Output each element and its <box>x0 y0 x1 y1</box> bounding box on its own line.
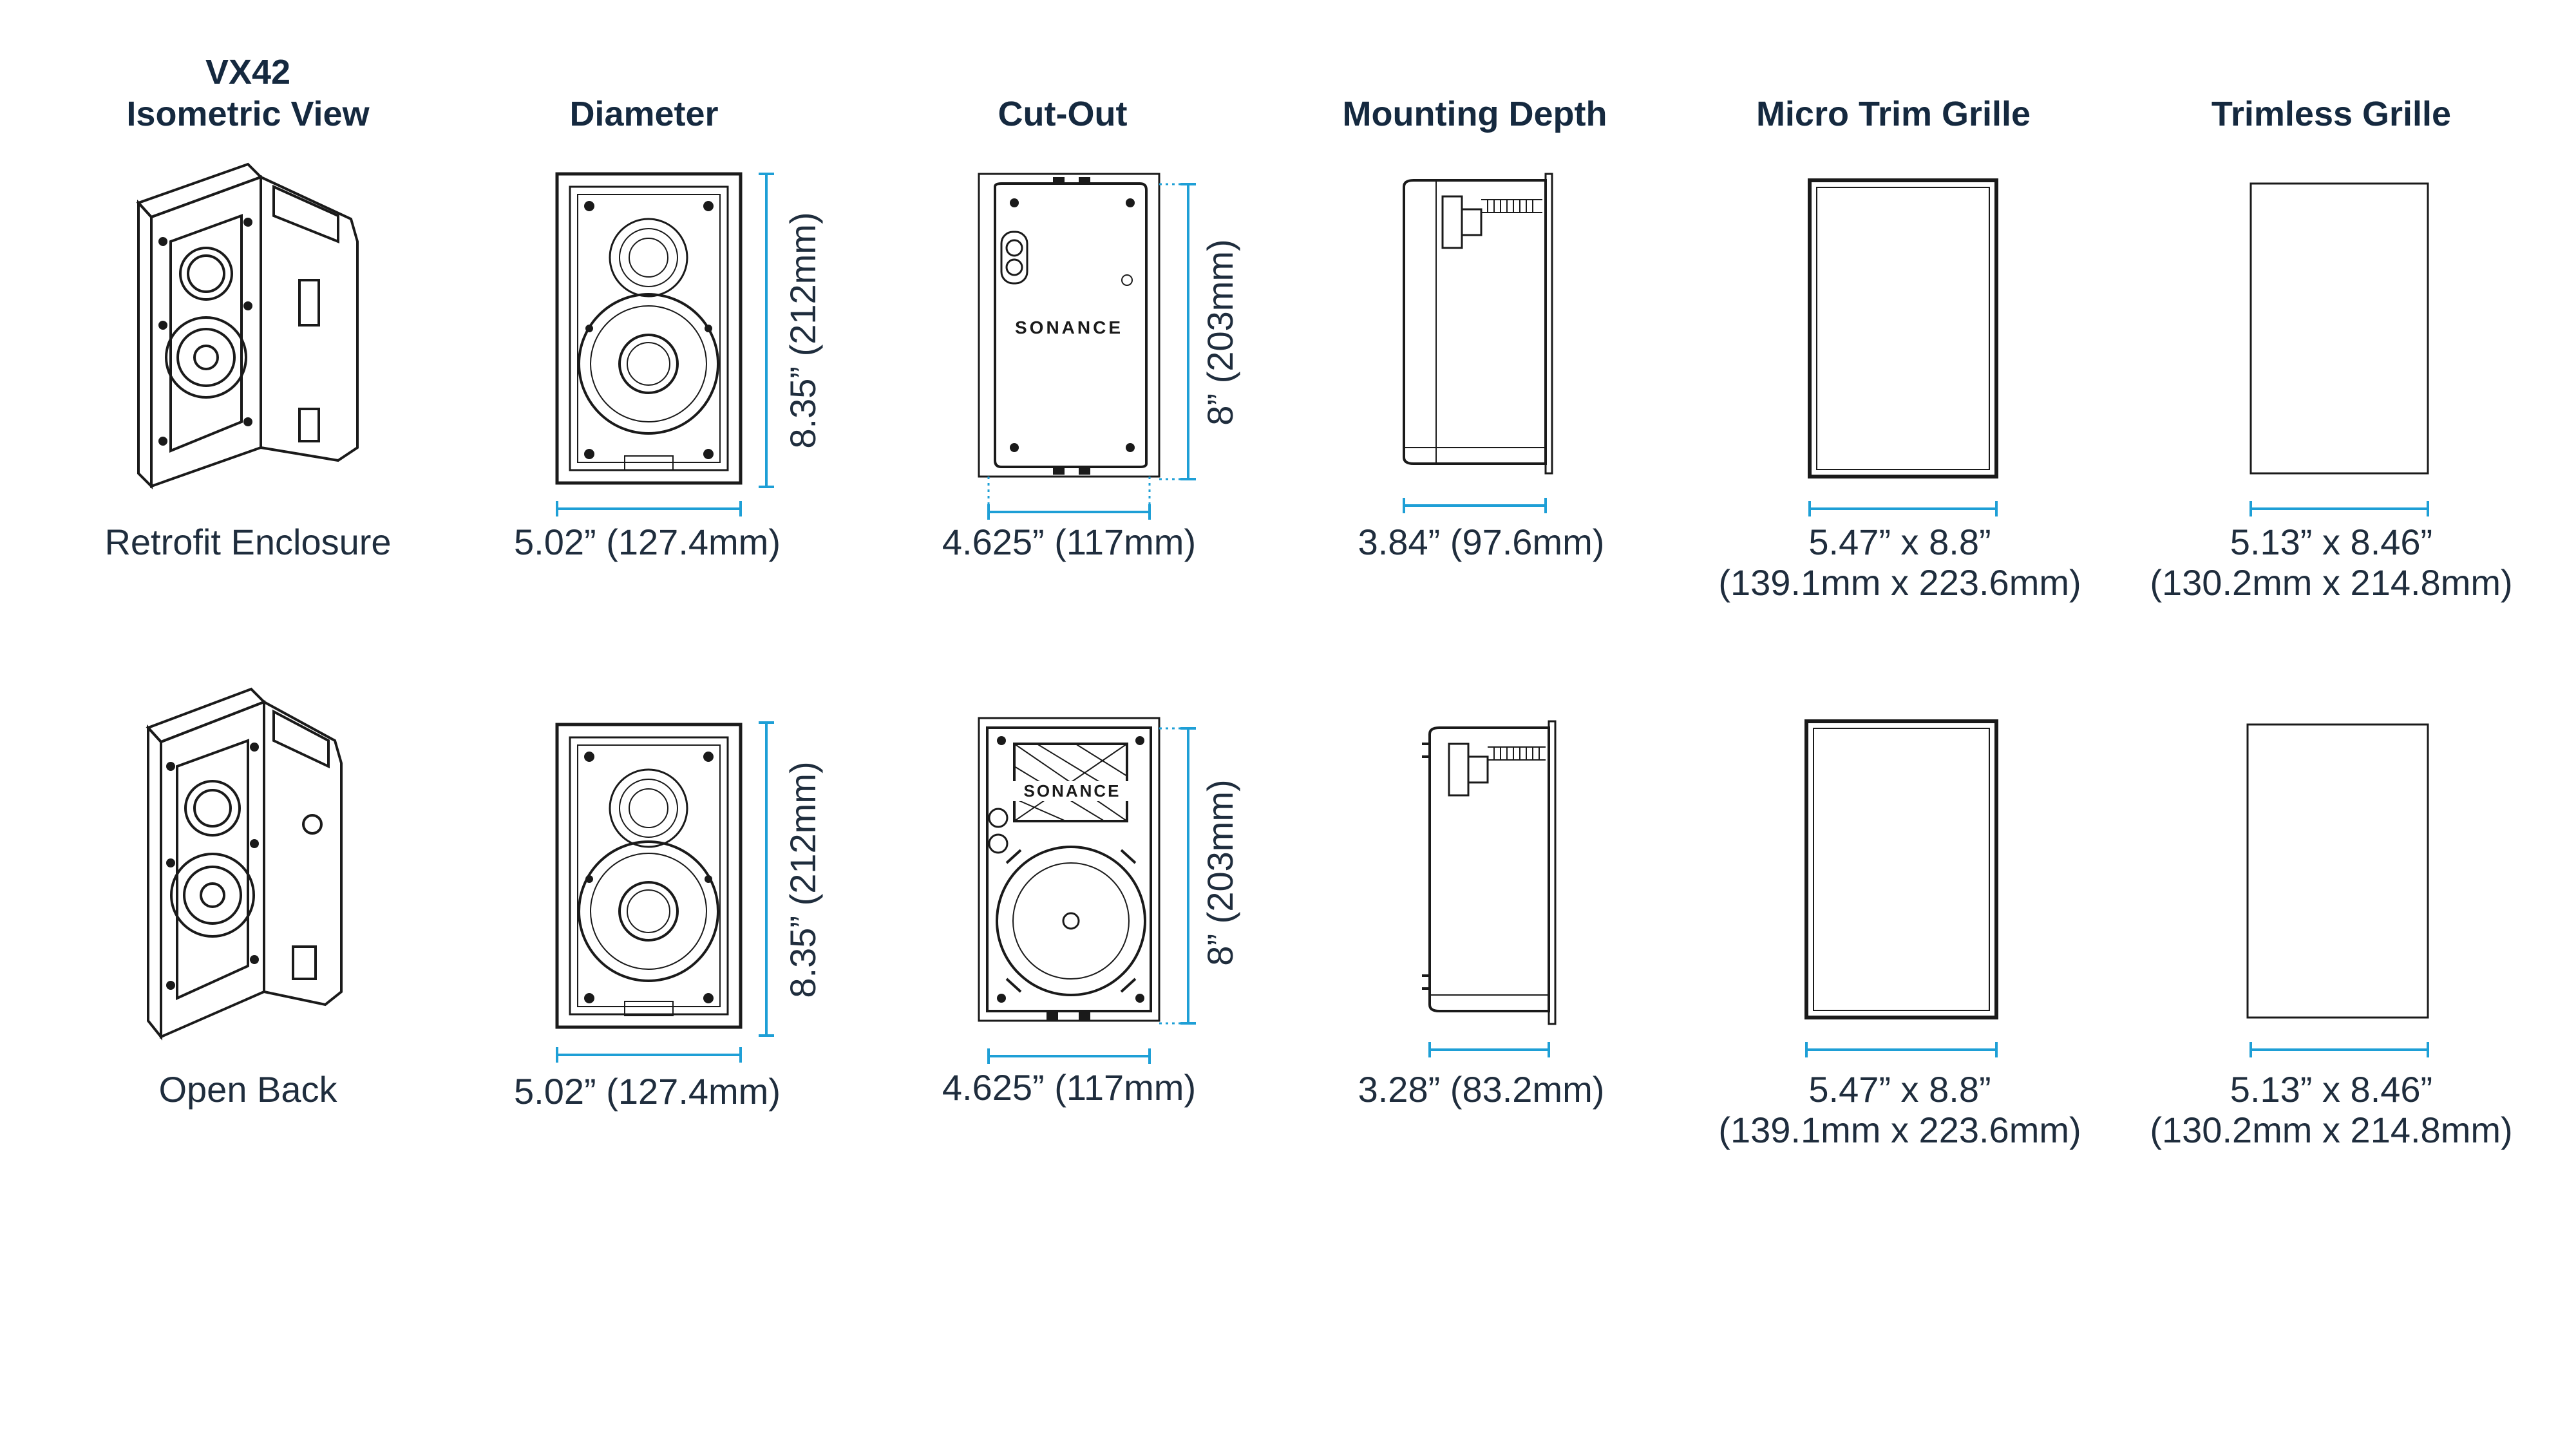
cutout-height-dim-line <box>1159 183 1196 480</box>
header-mounting-depth: Mounting Depth <box>1342 95 1607 133</box>
row2-cutout-height: 8” (203mm) <box>1200 779 1240 966</box>
header-trimless-grille: Trimless Grille <box>2211 95 2452 133</box>
row1-diameter-width: 5.02” (127.4mm) <box>514 522 781 562</box>
row1-trimless-size: 5.13” x 8.46” <box>2230 522 2433 562</box>
header-isometric-view: Isometric View <box>126 95 370 133</box>
diameter-front-drawing <box>555 172 743 516</box>
row2-cutout-width: 4.625” (117mm) <box>942 1067 1197 1108</box>
header-micro-trim-grille: Micro Trim Grille <box>1756 95 2031 133</box>
header-diameter: Diameter <box>569 95 719 133</box>
row2-trimless-size: 5.13” x 8.46” <box>2230 1069 2433 1110</box>
trimless-grille-drawing-2 <box>2246 723 2429 1057</box>
micro-trim-grille-drawing-2 <box>1804 719 1998 1057</box>
isometric-retrofit-drawing <box>136 162 359 489</box>
diameter-height-dim-line-2 <box>759 721 774 1037</box>
diameter-front-drawing-2 <box>555 723 743 1063</box>
row1-micro-trim-size: 5.47” x 8.8” <box>1808 522 1991 562</box>
cutout-retrofit-drawing <box>978 173 1160 520</box>
row2-diameter-width: 5.02” (127.4mm) <box>514 1071 781 1112</box>
row2-cutout-brand: SONANCE <box>1008 781 1137 801</box>
row1-cutout-width: 4.625” (117mm) <box>942 522 1197 562</box>
header-cut-out: Cut-Out <box>998 95 1128 133</box>
row1-cutout-height: 8” (203mm) <box>1200 239 1240 426</box>
model-title: VX42 <box>205 53 291 91</box>
mounting-depth-retrofit-drawing <box>1403 173 1553 513</box>
cutout-height-dim-line-2 <box>1159 727 1196 1025</box>
row1-enclosure-label: Retrofit Enclosure <box>104 522 392 562</box>
mounting-depth-open-back-drawing <box>1422 720 1557 1057</box>
row1-micro-trim-size-metric: (139.1mm x 223.6mm) <box>1718 562 2081 603</box>
row1-cutout-brand: SONANCE <box>1014 317 1123 337</box>
row2-mounting-depth: 3.28” (83.2mm) <box>1358 1069 1605 1110</box>
isometric-open-back-drawing <box>146 687 343 1041</box>
row1-diameter-height: 8.35” (212mm) <box>782 212 823 449</box>
row2-micro-trim-size-metric: (139.1mm x 223.6mm) <box>1718 1110 2081 1150</box>
trimless-grille-drawing <box>2249 182 2429 516</box>
micro-trim-grille-drawing <box>1808 178 1998 516</box>
row2-enclosure-label: Open Back <box>158 1069 337 1110</box>
row1-trimless-size-metric: (130.2mm x 214.8mm) <box>2150 562 2513 603</box>
row1-mounting-depth: 3.84” (97.6mm) <box>1358 522 1605 562</box>
row2-diameter-height: 8.35” (212mm) <box>782 761 823 998</box>
row2-trimless-size-metric: (130.2mm x 214.8mm) <box>2150 1110 2513 1150</box>
cutout-open-back-drawing <box>978 717 1160 1064</box>
diameter-height-dim-line <box>759 173 774 488</box>
row2-micro-trim-size: 5.47” x 8.8” <box>1808 1069 1991 1110</box>
